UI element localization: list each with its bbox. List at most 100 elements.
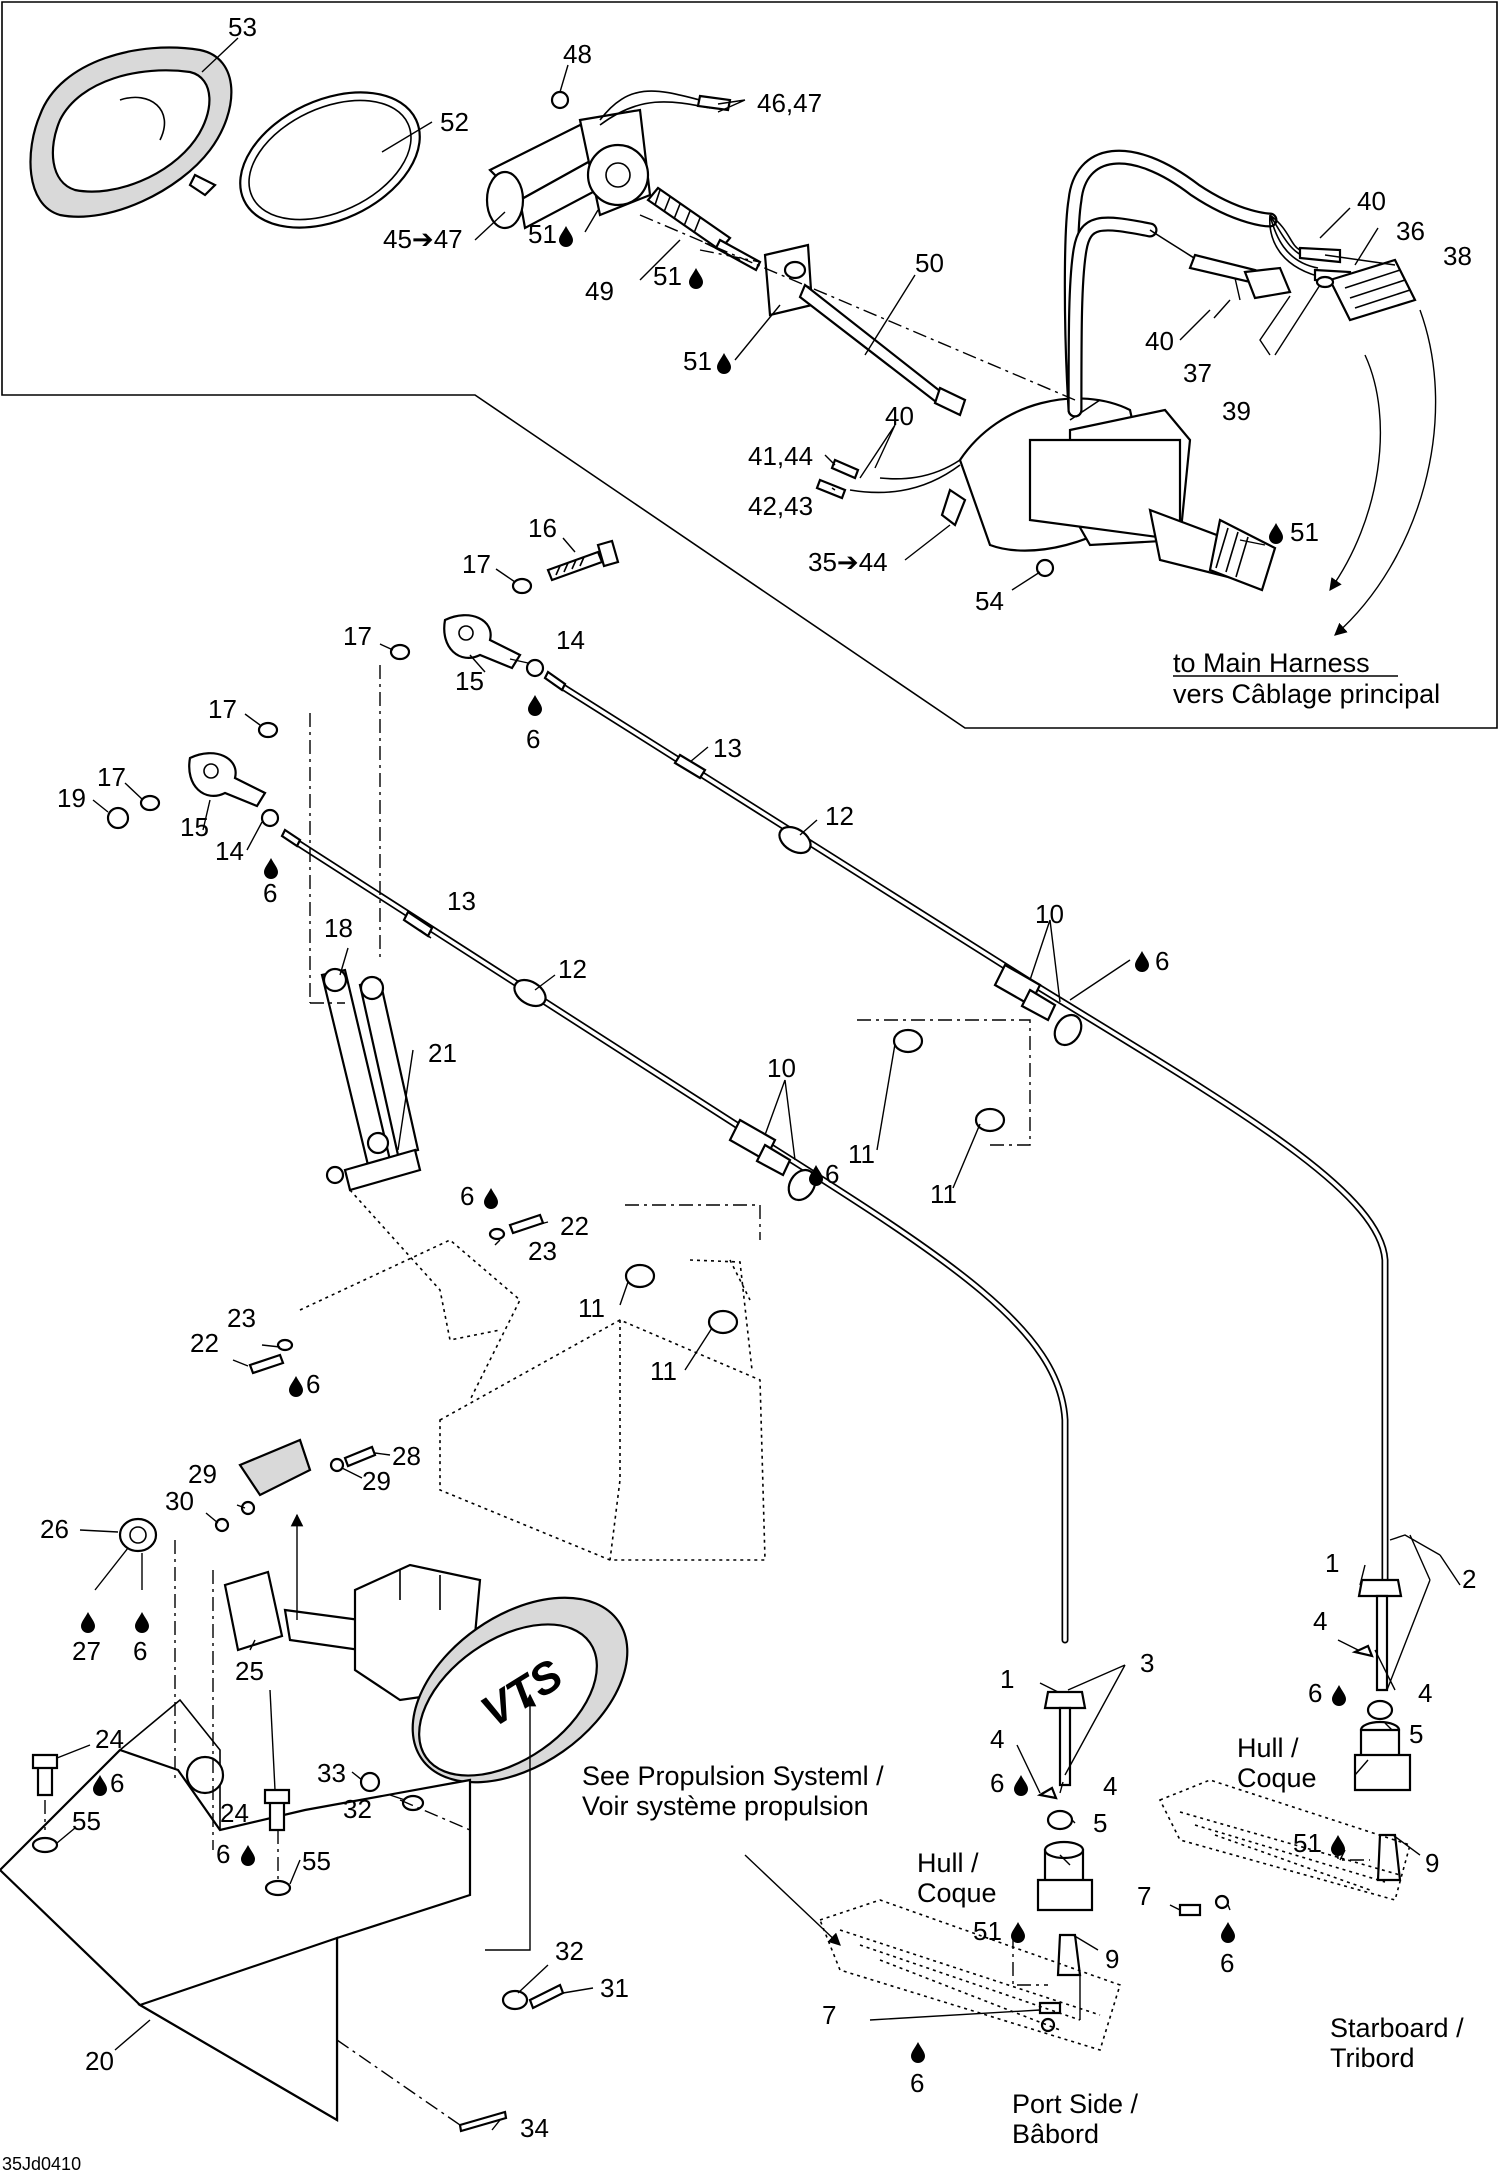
- callout-51-e: 51: [973, 1916, 1002, 1946]
- callout-20: 20: [85, 2046, 114, 2076]
- callout-11-a: 11: [848, 1139, 875, 1169]
- callout-12-a: 12: [825, 801, 854, 831]
- figure-reference: 35Jd0410: [2, 2154, 81, 2174]
- callout-31: 31: [600, 1973, 629, 2003]
- callout-15-a: 15: [455, 666, 484, 696]
- callout-1-a: 1: [1000, 1664, 1014, 1694]
- callout-50: 50: [915, 248, 944, 278]
- callout-10-a: 10: [1035, 899, 1064, 929]
- oil-drop-icon: [559, 226, 573, 247]
- callout-6-k: 6: [910, 2068, 924, 2098]
- callout-13-a: 13: [713, 733, 742, 763]
- support-bracket-outline: [299, 1189, 766, 1561]
- callout-40-a: 40: [1357, 186, 1386, 216]
- callout-35-44: 35➔44: [808, 547, 888, 577]
- callout-14-b: 14: [215, 836, 244, 866]
- oil-drop-icon: [717, 353, 731, 374]
- lower-left-assembly: VTS: [0, 1438, 629, 2133]
- callout-49: 49: [585, 276, 614, 306]
- callout-29-b: 29: [362, 1466, 391, 1496]
- callout-14-a: 14: [556, 625, 585, 655]
- diagram-notes: to Main Harness vers Câblage principal S…: [2, 648, 1464, 2174]
- propulsion-label-en: See Propulsion Systeml /: [582, 1761, 884, 1791]
- callout-10-b: 10: [767, 1053, 796, 1083]
- callout-54: 54: [975, 586, 1004, 616]
- callout-1-b: 1: [1325, 1548, 1339, 1578]
- callout-34: 34: [520, 2113, 549, 2143]
- callout-45-47: 45➔47: [383, 224, 463, 254]
- starboard-pivot-assembly: [1178, 1578, 1412, 1917]
- oil-drop-icon: [484, 1188, 498, 1209]
- jet-pump-outlines: [818, 1779, 1411, 2051]
- callout-6-h: 6: [110, 1768, 124, 1798]
- part-53-cover: [29, 46, 233, 218]
- port-side-label-fr: Bâbord: [1012, 2119, 1099, 2149]
- callout-33: 33: [317, 1758, 346, 1788]
- callout-48: 48: [563, 39, 592, 69]
- callout-23-a: 23: [528, 1236, 557, 1266]
- callout-6-g: 6: [133, 1636, 147, 1666]
- callout-55-b: 55: [302, 1846, 331, 1876]
- callout-3: 3: [1140, 1648, 1154, 1678]
- callout-23-b: 23: [227, 1303, 256, 1333]
- callout-19: 19: [57, 783, 86, 813]
- oil-drop-icon: [1331, 1835, 1345, 1856]
- callout-6-i: 6: [216, 1839, 230, 1869]
- callout-41-44: 41,44: [748, 441, 813, 471]
- callout-51-d: 51: [1290, 517, 1319, 547]
- port-pivot-assembly: [1036, 1690, 1094, 2033]
- callout-labels: 53 52 48 46,47 45➔47 51 49 51 51 50 40 3…: [40, 12, 1476, 2143]
- oil-drop-icon: [1011, 1922, 1025, 1943]
- callout-7-a: 7: [822, 2000, 836, 2030]
- part-49-spring: [646, 186, 762, 272]
- callout-11-b: 11: [930, 1179, 957, 1209]
- oil-drop-icon: [1135, 951, 1149, 972]
- callout-6-d: 6: [825, 1159, 839, 1189]
- callout-22-b: 22: [190, 1328, 219, 1358]
- hull-label-port-en: Hull /: [917, 1848, 979, 1878]
- callout-36: 36: [1396, 216, 1425, 246]
- callout-4-b: 4: [1103, 1771, 1117, 1801]
- callout-6-e: 6: [460, 1181, 474, 1211]
- callout-6-f: 6: [306, 1369, 320, 1399]
- part-45-motor: [485, 108, 652, 230]
- callout-9-b: 9: [1425, 1848, 1439, 1878]
- oil-drop-icon: [264, 858, 278, 879]
- callout-6-m: 6: [1220, 1948, 1234, 1978]
- callout-38: 38: [1443, 241, 1472, 271]
- callout-5-a: 5: [1093, 1808, 1107, 1838]
- oil-drop-icon: [689, 268, 703, 289]
- callout-42-43: 42,43: [748, 491, 813, 521]
- part-35-housing: [940, 397, 1277, 592]
- callout-9-a: 9: [1105, 1944, 1119, 1974]
- oil-drop-icon: [911, 2042, 925, 2063]
- oil-drop-icon: [1014, 1775, 1028, 1796]
- callout-17-d: 17: [97, 762, 126, 792]
- callout-6-a: 6: [526, 724, 540, 754]
- callout-29-a: 29: [188, 1459, 217, 1489]
- hull-label-starboard-en: Hull /: [1237, 1733, 1299, 1763]
- callout-15-b: 15: [180, 812, 209, 842]
- part-50-rod: [763, 243, 967, 417]
- callout-13-b: 13: [447, 886, 476, 916]
- hull-label-port-fr: Coque: [917, 1878, 997, 1908]
- inset-parts: [29, 46, 1417, 592]
- callout-4-a: 4: [990, 1724, 1004, 1754]
- callout-52: 52: [440, 107, 469, 137]
- callout-11-d: 11: [650, 1356, 677, 1386]
- oil-drop-icon: [81, 1612, 95, 1633]
- oil-drop-icon: [135, 1612, 149, 1633]
- callout-51-f: 51: [1293, 1828, 1322, 1858]
- callout-46-47: 46,47: [757, 88, 822, 118]
- callout-6-b: 6: [263, 878, 277, 908]
- callout-6-c: 6: [1155, 946, 1169, 976]
- oil-drop-icon: [1332, 1685, 1346, 1706]
- callout-2: 2: [1462, 1564, 1476, 1594]
- callout-7-b: 7: [1137, 1881, 1151, 1911]
- oil-drop-icon: [1269, 523, 1283, 544]
- callout-51-c: 51: [683, 346, 712, 376]
- callout-17-b: 17: [343, 621, 372, 651]
- callout-25: 25: [235, 1656, 264, 1686]
- callout-32-a: 32: [343, 1794, 372, 1824]
